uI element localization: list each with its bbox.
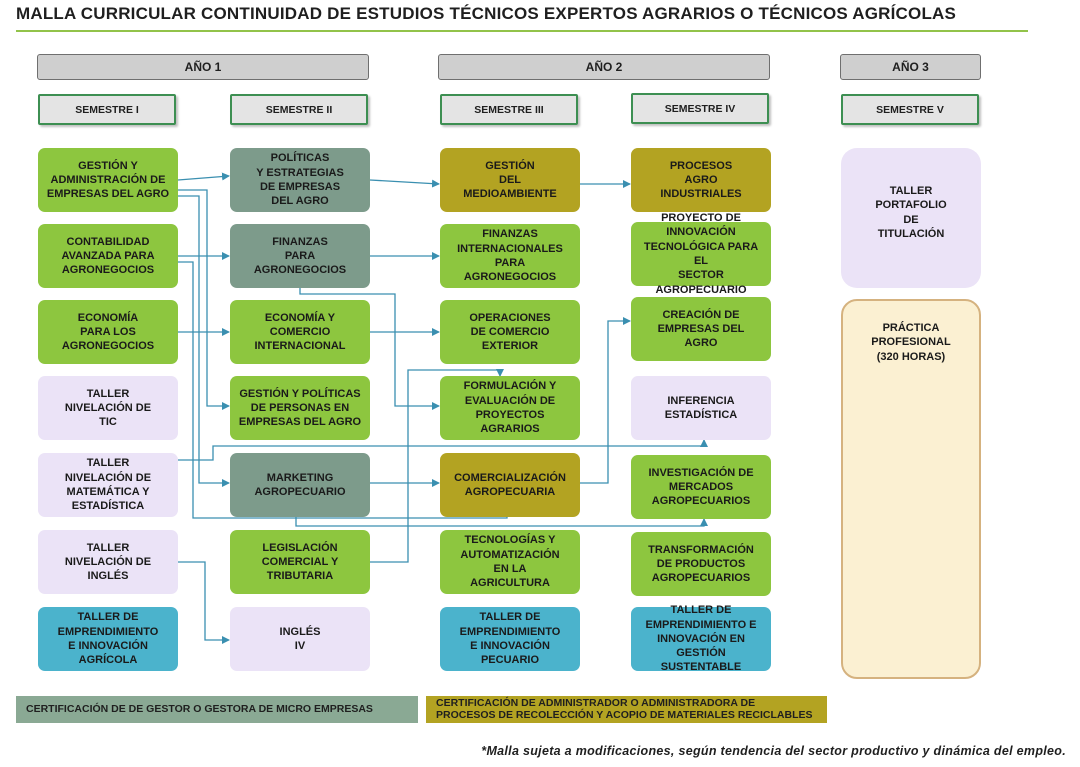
course-creacion-empresas: CREACIÓN DE EMPRESAS DEL AGRO (631, 297, 771, 361)
semester-2-header: SEMESTRE II (230, 94, 368, 125)
course-marketing-agropecuario: MARKETING AGROPECUARIO (230, 453, 370, 517)
course-taller-emprendimiento-agricola: TALLER DE EMPRENDIMIENTO E INNOVACIÓN AG… (38, 607, 178, 671)
course-taller-emprendimiento-sustentable: TALLER DE EMPRENDIMIENTO E INNOVACIÓN EN… (631, 604, 771, 673)
year-2-header: AÑO 2 (438, 54, 770, 80)
course-inferencia-estadistica: INFERENCIA ESTADÍSTICA (631, 376, 771, 440)
page-title: MALLA CURRICULAR CONTINUIDAD DE ESTUDIOS… (16, 4, 957, 23)
course-taller-nivelacion-tic: TALLER NIVELACIÓN DE TIC (38, 376, 178, 440)
course-gestion-personas: GESTIÓN Y POLÍTICAS DE PERSONAS EN EMPRE… (230, 376, 370, 440)
arrow-gestion-to-marketing (178, 195, 230, 487)
course-taller-nivelacion-matematica: TALLER NIVELACIÓN DE MATEMÁTICA Y ESTADÍ… (38, 453, 178, 517)
course-taller-portafolio-titulacion: TALLER PORTAFOLIO DE TITULACIÓN (841, 148, 981, 288)
year-1-header: AÑO 1 (37, 54, 369, 80)
course-economia-comercio-internacional: ECONOMÍA Y COMERCIO INTERNACIONAL (230, 300, 370, 364)
footnote: *Malla sujeta a modificaciones, según te… (481, 744, 1066, 758)
course-operaciones-comercio-exterior: OPERACIONES DE COMERCIO EXTERIOR (440, 300, 580, 364)
certification-administrador-reciclables: CERTIFICACIÓN DE ADMINISTRADOR O ADMINIS… (426, 696, 827, 723)
course-contabilidad-avanzada: CONTABILIDAD AVANZADA PARA AGRONEGOCIOS (38, 224, 178, 288)
course-procesos-agroindustriales: PROCESOS AGRO INDUSTRIALES (631, 148, 771, 212)
course-transformacion-productos: TRANSFORMACIÓN DE PRODUCTOS AGROPECUARIO… (631, 532, 771, 596)
course-gestion-medioambiente: GESTIÓN DEL MEDIOAMBIENTE (440, 148, 580, 212)
arrow-gestion-to-personas (178, 189, 230, 410)
course-tecnologias-automatizacion: TECNOLOGÍAS Y AUTOMATIZACIÓN EN LA AGRIC… (440, 530, 580, 594)
course-investigacion-mercados: INVESTIGACIÓN DE MERCADOS AGROPECUARIOS (631, 455, 771, 519)
course-finanzas-internacionales: FINANZAS INTERNACIONALES PARA AGRONEGOCI… (440, 224, 580, 288)
course-taller-emprendimiento-pecuario: TALLER DE EMPRENDIMIENTO E INNOVACIÓN PE… (440, 607, 580, 671)
course-proyecto-innovacion-tecnologica: PROYECTO DE INNOVACIÓN TECNOLÓGICA PARA … (631, 212, 771, 296)
semester-4-header: SEMESTRE IV (631, 93, 769, 124)
course-comercializacion-agropecuaria: COMERCIALIZACIÓN AGROPECUARIA (440, 453, 580, 517)
semester-3-header: SEMESTRE III (440, 94, 578, 125)
arrow-ingles-to-ingles-iv (178, 561, 230, 644)
title-divider (16, 30, 1028, 32)
course-ingles-iv: INGLÉS IV (230, 607, 370, 671)
arrow-gestion-to-politicas (177, 172, 230, 181)
course-formulacion-proyectos: FORMULACIÓN Y EVALUACIÓN DE PROYECTOS AG… (440, 376, 580, 440)
course-taller-nivelacion-ingles: TALLER NIVELACIÓN DE INGLÉS (38, 530, 178, 594)
course-gestion-administracion: GESTIÓN Y ADMINISTRACIÓN DE EMPRESAS DEL… (38, 148, 178, 212)
course-legislacion-comercial: LEGISLACIÓN COMERCIAL Y TRIBUTARIA (230, 530, 370, 594)
year-3-header: AÑO 3 (840, 54, 981, 80)
course-economia-agronegocios: ECONOMÍA PARA LOS AGRONEGOCIOS (38, 300, 178, 364)
course-politicas-estrategias: POLÍTICAS Y ESTRATEGIAS DE EMPRESAS DEL … (230, 148, 370, 212)
course-practica-profesional: PRÁCTICA PROFESIONAL (320 HORAS) (841, 299, 981, 679)
course-finanzas-agronegocios: FINANZAS PARA AGRONEGOCIOS (230, 224, 370, 288)
arrow-politicas-to-medioambiente (369, 179, 440, 188)
certification-gestor-microempresas: CERTIFICACIÓN DE DE GESTOR O GESTORA DE … (16, 696, 418, 723)
arrow-comercializacion-to-creacion (580, 317, 631, 484)
semester-5-header: SEMESTRE V (841, 94, 979, 125)
semester-1-header: SEMESTRE I (38, 94, 176, 125)
